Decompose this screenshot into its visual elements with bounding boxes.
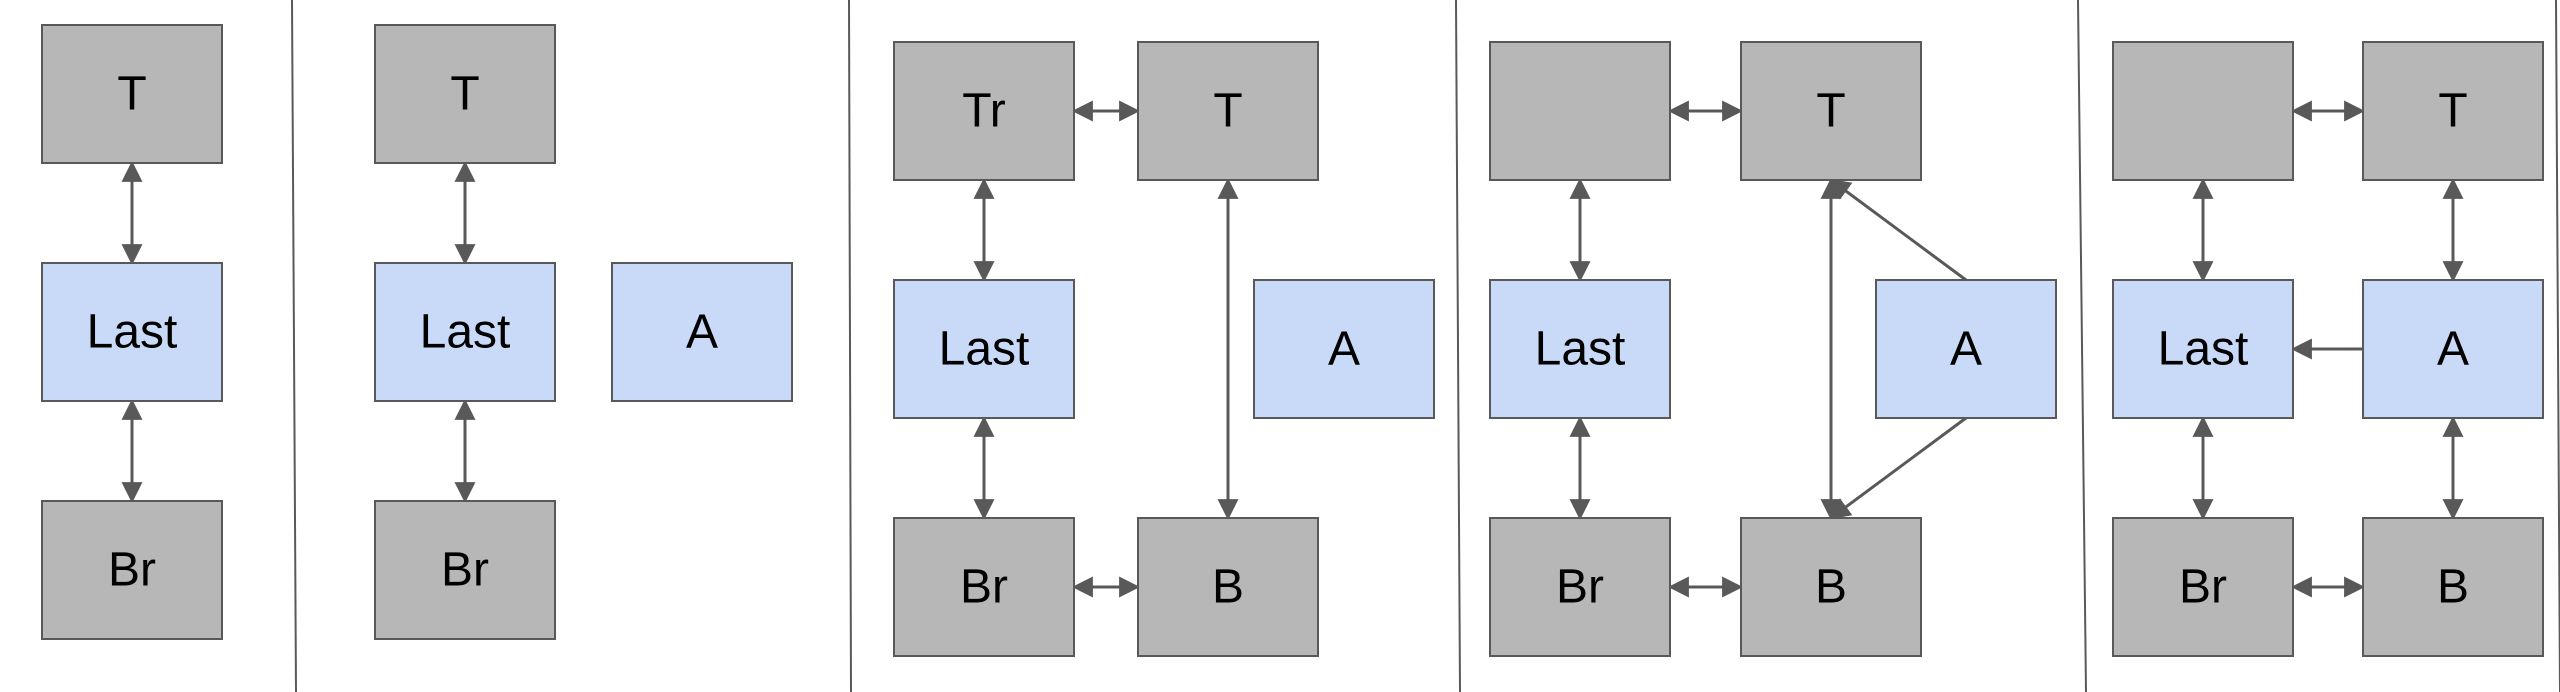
node-box [1875,279,2057,419]
node-box [2112,279,2294,419]
panel-separator [2077,0,2087,692]
node-p5-b: B [2362,517,2544,657]
node-label: Last [2158,323,2249,376]
node-p4-t: T [1740,41,1922,181]
node-label: Br [441,544,489,597]
node-label: Br [1556,561,1604,614]
node-label: T [1816,85,1845,138]
node-box [1740,41,1922,181]
node-label: Last [1535,323,1626,376]
node-p1-br: Br [41,500,223,640]
node-p4-a: A [1875,279,2057,419]
node-box [893,279,1075,419]
node-p1-last: Last [41,262,223,402]
node-box [1489,41,1671,181]
node-p4-br: Br [1489,517,1671,657]
node-box [1137,41,1319,181]
node-p5-t: T [2362,41,2544,181]
node-p2-a: A [611,262,793,402]
node-box [1137,517,1319,657]
node-p1-t: T [41,24,223,164]
node-label: A [2437,323,2469,376]
node-p3-a: A [1253,279,1435,419]
node-p5-br: Br [2112,517,2294,657]
node-box [893,517,1075,657]
node-p3-b: B [1137,517,1319,657]
edges-layer [121,100,2464,598]
node-p2-t: T [374,24,556,164]
node-box [1253,279,1435,419]
panel-separator [848,0,852,692]
edge-p4-a-to-p4-t [1829,178,1967,282]
node-p5-tl [2112,41,2294,181]
node-box [41,262,223,402]
node-label: Last [420,306,511,359]
panel-separator [291,0,297,692]
node-box [2362,279,2544,419]
panel-separator [1455,0,1461,692]
node-box [893,41,1075,181]
node-box [1489,279,1671,419]
node-box [2362,517,2544,657]
node-label: Br [2179,561,2227,614]
node-label: T [1213,85,1242,138]
node-p4-last: Last [1489,279,1671,419]
node-label: B [1212,561,1244,614]
node-box [374,24,556,164]
node-p3-t: T [1137,41,1319,181]
node-p5-a: A [2362,279,2544,419]
node-box [611,262,793,402]
node-label: T [450,68,479,121]
node-label: B [2437,561,2469,614]
node-p3-tr: Tr [893,41,1075,181]
node-box [374,262,556,402]
node-label: Br [960,561,1008,614]
node-p3-last: Last [893,279,1075,419]
node-label: A [1328,323,1360,376]
node-box [2112,517,2294,657]
node-box [41,24,223,164]
node-box [2112,41,2294,181]
edge-p4-a-to-p4-b [1829,416,1967,520]
node-p4-tl [1489,41,1671,181]
node-p3-br: Br [893,517,1075,657]
node-p4-b: B [1740,517,1922,657]
node-box [1489,517,1671,657]
node-box [41,500,223,640]
node-box [1740,517,1922,657]
node-box [2362,41,2544,181]
node-p5-last: Last [2112,279,2294,419]
node-label: Br [108,544,156,597]
node-label: A [1950,323,1982,376]
node-p2-last: Last [374,262,556,402]
node-label: Last [87,306,178,359]
node-p2-br: Br [374,500,556,640]
node-label: A [686,306,718,359]
node-label: T [117,68,146,121]
node-label: Tr [962,85,1006,138]
node-box [374,500,556,640]
node-label: Last [939,323,1030,376]
panel-separator [2555,0,2560,692]
node-label: B [1815,561,1847,614]
node-label: T [2438,85,2467,138]
